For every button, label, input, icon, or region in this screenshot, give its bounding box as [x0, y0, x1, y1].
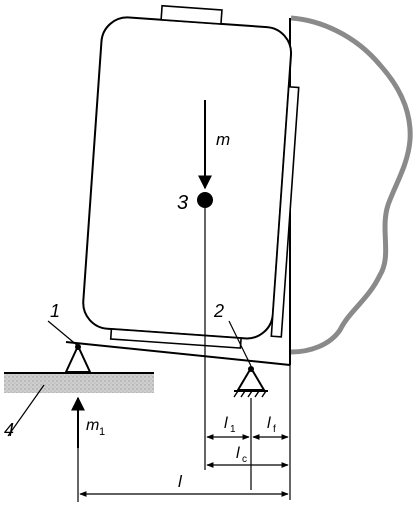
- support-1: [64, 343, 92, 373]
- callout-3-label: 3: [177, 192, 188, 214]
- callout-2-label: 2: [213, 301, 224, 321]
- wall-profile: [290, 15, 413, 355]
- leader-2: [228, 320, 252, 367]
- center-of-mass: [197, 192, 213, 208]
- container-side-bracket: [270, 85, 300, 338]
- callout-4-label: 4: [4, 420, 14, 440]
- force-m-label: m: [216, 130, 230, 149]
- dim-lf-subscript: f: [273, 424, 276, 435]
- leader-4: [7, 384, 45, 437]
- tilted-container: [82, 4, 300, 349]
- container-body: [82, 16, 293, 340]
- dim-l-label: l: [178, 472, 183, 491]
- force-m1-subscript: 1: [99, 426, 105, 438]
- dim-lf-label: l: [267, 415, 271, 432]
- dim-l1-label: l: [224, 415, 228, 432]
- base-line: [65, 341, 291, 366]
- dim-lc-subscript: c: [242, 454, 247, 465]
- dim-l1-subscript: 1: [230, 424, 236, 435]
- container-bottom-foot: [109, 328, 242, 349]
- force-m1-label: m: [86, 417, 99, 434]
- container-top-cap: [160, 4, 223, 25]
- ground-block: [4, 373, 154, 393]
- support-2: [233, 366, 268, 398]
- leader-1: [47, 320, 79, 347]
- dim-lc-label: l: [236, 445, 240, 462]
- callout-1-label: 1: [50, 301, 60, 321]
